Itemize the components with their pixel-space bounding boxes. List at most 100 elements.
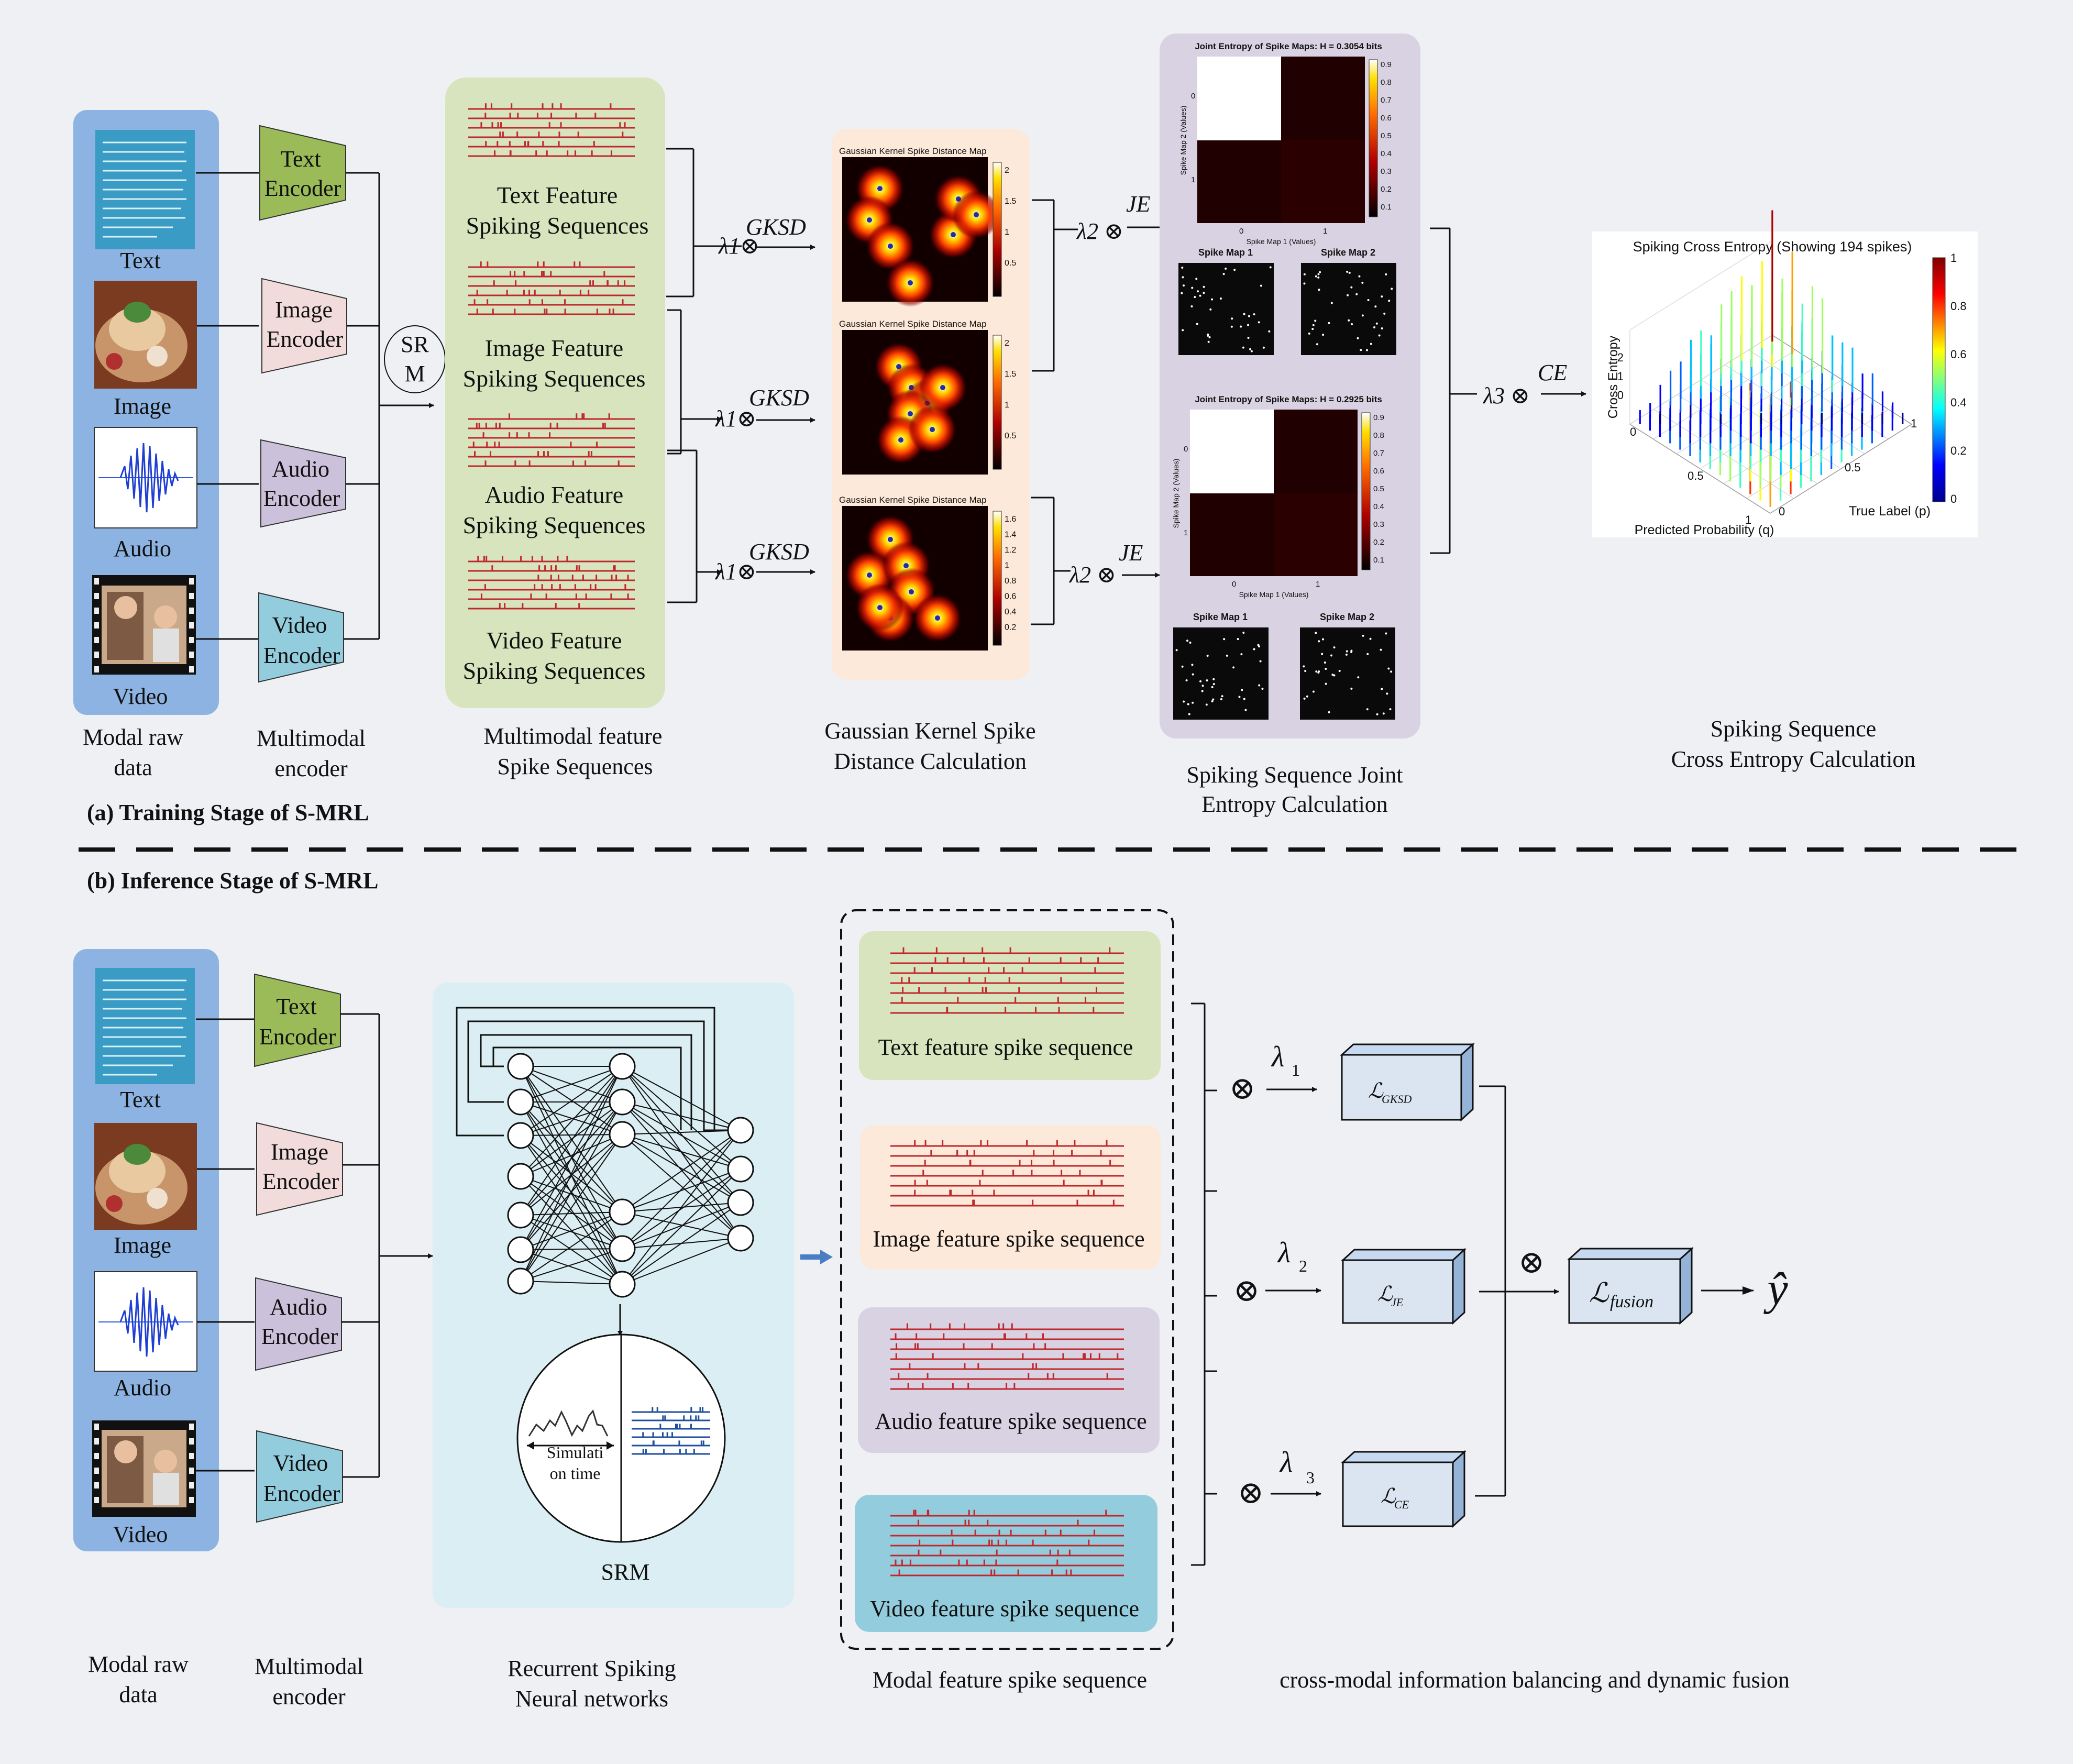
train-raster-0 <box>468 103 635 157</box>
neuron-node <box>609 1088 636 1116</box>
video-encoder-inference: Video Encoder <box>256 1430 343 1523</box>
label-ce-2: Cross Entropy Calculation <box>1671 746 1916 772</box>
svg-text:Text: Text <box>280 146 321 172</box>
ce-ptick: 0 <box>1779 505 1785 518</box>
spike-sequence-panel <box>445 78 665 708</box>
svg-text:λ: λ <box>1277 1237 1291 1269</box>
je-colorbar-tick: 0.2 <box>1381 185 1392 194</box>
ce-qtick: 0.5 <box>1688 469 1704 482</box>
label-encoder-1: Multimodal <box>257 725 366 751</box>
neuron-node <box>507 1122 534 1149</box>
gk-colorbar-tick: 2 <box>1005 166 1009 175</box>
lambda3-label: λ3 ⊗ <box>1482 383 1530 409</box>
spike-label-image-1: Image Feature <box>485 335 623 361</box>
svg-text:Simulati: Simulati <box>547 1443 604 1462</box>
je-colorbar-tick: 0.9 <box>1381 60 1392 69</box>
gksd-heatmaps: Gaussian Kernel Spike Distance Map 2 1.5 1 0… <box>839 146 1016 651</box>
label-spikes-1: Multimodal feature <box>484 723 663 749</box>
otimes-branch-2: ⊗ <box>1233 1273 1260 1308</box>
je-colorbar-tick: 0.6 <box>1381 114 1392 123</box>
gk-colorbar-tick: 0.6 <box>1005 592 1016 601</box>
gk-colorbar-tick: 2 <box>1005 339 1009 348</box>
ce-plot-ylabel: True Label (p) <box>1849 504 1931 519</box>
gk-colorbar-tick: 1.5 <box>1005 197 1016 206</box>
label-je-2: Entropy Calculation <box>1201 791 1388 817</box>
je-colorbar-tick: 0.1 <box>1373 556 1384 565</box>
feature-label-image: Image feature spike sequence <box>873 1226 1144 1252</box>
lambda-3: λ 3 <box>1279 1446 1315 1487</box>
ce-plot-xlabel: Predicted Probability (q) <box>1635 523 1774 537</box>
modality-label-audio-inference: Audio <box>114 1375 171 1401</box>
label-spikes-2: Spike Sequences <box>498 754 653 779</box>
gk-colorbar-tick: 1 <box>1005 228 1009 237</box>
gk-colorbar-tick: 0.8 <box>1005 577 1016 586</box>
label-encoder-inference-1: Multimodal <box>255 1653 363 1679</box>
label-encoder-2: encoder <box>274 756 348 781</box>
spike-trains-inference <box>890 947 1124 1576</box>
je-colorbar-tick: 0.6 <box>1373 467 1384 476</box>
neuron-node <box>609 1053 636 1080</box>
image-encoder-inference: Image Encoder <box>256 1122 343 1216</box>
je-xtick: 1 <box>1316 580 1320 589</box>
je-ytick: 1 <box>1184 528 1188 537</box>
je-colorbar-tick: 0.5 <box>1373 484 1384 493</box>
svg-text:1: 1 <box>1292 1061 1300 1079</box>
je-colorbar-tick: 0.4 <box>1373 502 1384 511</box>
je-xtick: 1 <box>1323 227 1327 236</box>
je-xlabel-1: Spike Map 1 (Values) <box>1239 590 1309 599</box>
lambda1-label-3: λ1⊗ <box>714 559 756 585</box>
text-thumbnail <box>95 130 195 249</box>
label-modal-raw-2: data <box>114 755 152 780</box>
lambda1-label-1: λ1⊗ <box>718 233 759 259</box>
inf-raster-1 <box>890 1140 1124 1207</box>
video-encoder: Video Encoder <box>258 592 344 683</box>
svg-text:JE: JE <box>1391 1296 1404 1309</box>
neuron-node <box>507 1236 534 1263</box>
label-rsnn-2: Neural networks <box>515 1686 668 1712</box>
neuron-node <box>609 1121 636 1148</box>
loss-gksd-box: ℒ GKSD <box>1340 1042 1475 1122</box>
train-raster-2 <box>468 413 635 467</box>
joint-entropy-plots: Joint Entropy of Spike Maps: H = 0.3054 … <box>1172 41 1396 720</box>
je-title-0: Joint Entropy of Spike Maps: H = 0.3054 … <box>1195 41 1382 51</box>
inf-raster-3 <box>890 1509 1124 1576</box>
svg-text:SR: SR <box>401 332 429 357</box>
gk-map-title-1: Gaussian Kernel Spike Distance Map <box>839 319 987 329</box>
ce-qtick: 0 <box>1630 425 1636 438</box>
ce-qtick: 1 <box>1745 513 1751 526</box>
video-thumbnail <box>92 575 196 675</box>
je-xlabel-0: Spike Map 1 (Values) <box>1247 237 1316 246</box>
gk-map-title-2: Gaussian Kernel Spike Distance Map <box>839 495 987 505</box>
feature-box-text <box>859 931 1161 1080</box>
inference-stage-title: (b) Inference Stage of S-MRL <box>87 868 378 894</box>
je-ytick: 0 <box>1191 92 1195 101</box>
training-stage-title: (a) Training Stage of S-MRL <box>87 800 369 825</box>
ce-plot-zlabel: Cross Entropy <box>1606 335 1620 418</box>
gk-colorbar-tick: 1.6 <box>1005 515 1016 524</box>
gk-colorbar-tick: 1.2 <box>1005 546 1016 555</box>
label-modal-raw-inference-2: data <box>119 1682 157 1707</box>
svg-text:Encoder: Encoder <box>263 486 340 511</box>
je-ylabel-0: Spike Map 2 (Values) <box>1179 106 1187 175</box>
svg-text:Encoder: Encoder <box>263 1481 340 1506</box>
gk-colorbar-tick: 1.4 <box>1005 531 1016 539</box>
blue-arrow <box>800 1250 833 1264</box>
text-thumbnail-inference <box>95 968 195 1084</box>
lambda1-label-2: λ1⊗ <box>714 406 756 432</box>
svg-text:Image: Image <box>271 1139 328 1165</box>
neuron-node <box>727 1117 754 1144</box>
spike-map-label: Spike Map 2 <box>1320 612 1374 622</box>
train-raster-3 <box>468 556 635 610</box>
svg-text:Encoder: Encoder <box>259 1024 336 1050</box>
label-ce-1: Spiking Sequence <box>1711 716 1877 742</box>
training-stage: Text Image Audio V <box>73 34 1978 825</box>
spike-label-text-1: Text Feature <box>497 182 618 208</box>
output-y-hat: ŷ <box>1763 1264 1788 1315</box>
svg-text:Text: Text <box>276 994 317 1019</box>
inf-raster-2 <box>890 1323 1124 1390</box>
label-modal-raw-inference-1: Modal raw <box>88 1651 189 1677</box>
je-ytick: 1 <box>1191 175 1195 184</box>
srm-label: SRM <box>601 1559 650 1585</box>
spike-trains-training <box>468 103 635 610</box>
